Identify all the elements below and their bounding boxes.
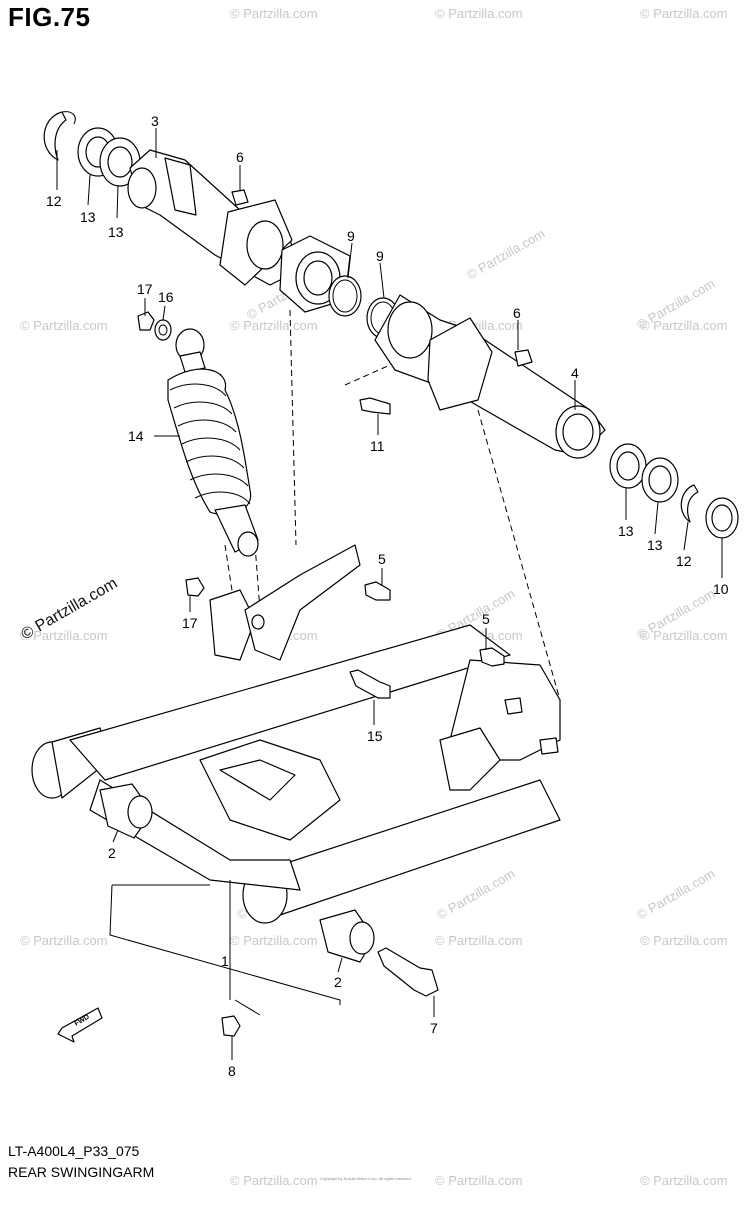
washer-16 (154, 319, 172, 341)
watermark: © Partzilla.com (435, 933, 523, 948)
bearing-13-right (609, 443, 679, 503)
watermark: © Partzilla.com (640, 1173, 728, 1188)
nut-17-lower (185, 577, 205, 597)
watermark: © Partzilla.com (640, 6, 728, 21)
bushing-2-right (319, 909, 375, 963)
callout-13: 13 (647, 537, 663, 553)
callout-6: 6 (513, 305, 521, 321)
callout-8: 8 (228, 1063, 236, 1079)
callout-labels: 12 13 13 3 6 9 9 6 4 17 16 11 14 13 13 1… (46, 113, 729, 1079)
callout-5: 5 (378, 551, 386, 567)
callout-11: 11 (370, 438, 385, 454)
callout-17: 17 (137, 281, 153, 297)
callout-13: 13 (618, 523, 634, 539)
callout-6: 6 (236, 149, 244, 165)
callout-5: 5 (482, 611, 490, 627)
circlip-12-left (43, 111, 76, 161)
watermark: © Partzilla.com (435, 6, 523, 21)
callout-16: 16 (158, 289, 174, 305)
bolt-5-lower (479, 647, 505, 667)
callout-1: 1 (221, 953, 229, 969)
watermark: © Partzilla.com (230, 318, 318, 333)
figure-title: FIG.75 (8, 2, 91, 32)
bolt-6-upper (231, 189, 249, 206)
watermark: © Partzilla.com (640, 628, 728, 643)
nut-17-upper (137, 311, 155, 331)
watermark: © Partzilla.com (434, 866, 517, 923)
watermark: © Partzilla.com (230, 6, 318, 21)
watermark: © Partzilla.com (634, 866, 717, 923)
callout-17: 17 (182, 615, 198, 631)
callout-15: 15 (367, 728, 383, 744)
pivot-shaft-3 (127, 149, 351, 313)
fwd-arrow-icon: FWD (57, 1007, 103, 1043)
bushing-2-left (99, 783, 153, 839)
bolt-7 (377, 947, 439, 997)
model-code: LT-A400L4_P33_075 (8, 1143, 140, 1159)
callout-9: 9 (347, 228, 355, 244)
callout-7: 7 (430, 1020, 438, 1036)
callout-13: 13 (80, 209, 96, 225)
copyright-fine-print: Copyright by Suzuki Motor Corp. All righ… (320, 1176, 412, 1181)
callout-2: 2 (334, 974, 342, 990)
watermark: © Partzilla.com (640, 318, 728, 333)
watermark: © Partzilla.com (435, 1173, 523, 1188)
bolt-15 (349, 669, 391, 699)
watermark: © Partzilla.com (20, 318, 108, 333)
callout-10: 10 (713, 581, 729, 597)
pivot-shaft-4 (374, 294, 606, 459)
callout-2: 2 (108, 845, 116, 861)
callout-12: 12 (676, 553, 692, 569)
callout-12: 12 (46, 193, 62, 209)
o-ring-9-left (328, 275, 362, 317)
watermark: © Partzilla.com (230, 933, 318, 948)
callout-13: 13 (108, 224, 124, 240)
bolt-11 (359, 397, 391, 415)
callout-4: 4 (571, 365, 579, 381)
leader-lines (56, 128, 723, 1060)
callout-14: 14 (128, 428, 144, 444)
watermark: © Partzilla.com (640, 933, 728, 948)
nut-8 (221, 1015, 241, 1037)
watermark: © Partzilla.com (20, 628, 108, 643)
watermark: © Partzilla.com (230, 1173, 318, 1188)
group-bracket-1 (109, 880, 341, 1016)
shock-absorber-14 (167, 328, 259, 557)
bolt-6-right (514, 349, 533, 367)
circlip-12-right (680, 484, 699, 523)
callout-3: 3 (151, 113, 159, 129)
callout-9: 9 (376, 248, 384, 264)
watermark: © Partzilla.com (20, 933, 108, 948)
bolt-5-upper (364, 581, 391, 601)
watermark: © Partzilla.com (464, 226, 547, 283)
seal-10 (705, 497, 739, 539)
diagram-name: REAR SWINGINGARM (8, 1164, 155, 1180)
bearing-13-left (77, 127, 141, 187)
